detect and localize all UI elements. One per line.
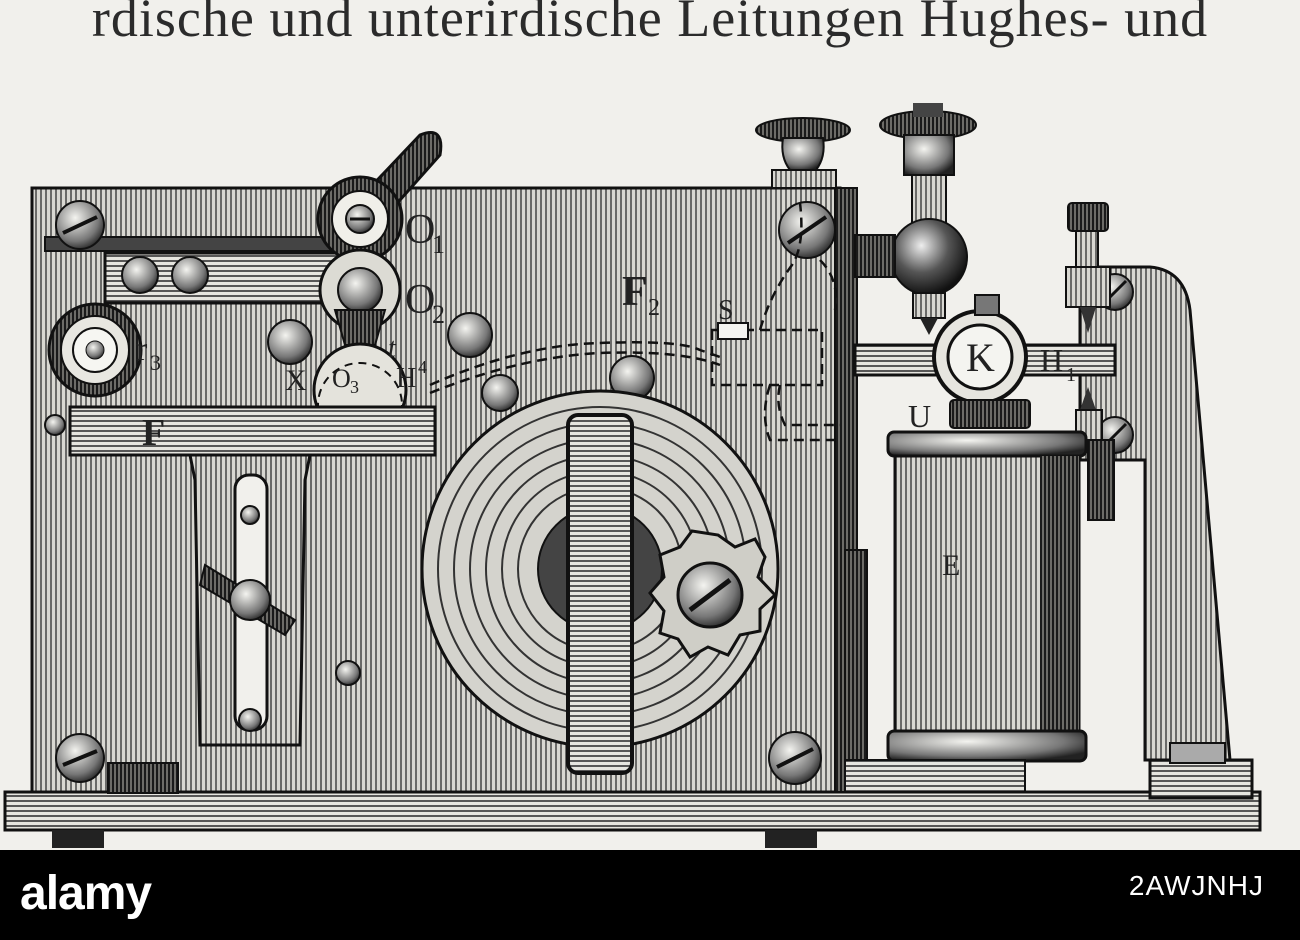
label-u: U — [908, 398, 931, 434]
spring-drum — [420, 389, 780, 775]
image-id: 2AWJNHJ — [1128, 870, 1264, 901]
top-knobs — [755, 103, 977, 335]
page-headline-fragment: rdische und unterirdische Leitungen Hugh… — [91, 0, 1209, 48]
label-r3: r — [136, 331, 148, 368]
label-o1-sub: 1 — [432, 230, 445, 259]
label-h4: H — [396, 363, 416, 394]
label-o1: O — [405, 207, 435, 253]
label-f2: F — [622, 269, 648, 315]
plate-screws — [44, 200, 836, 794]
label-o3-sub: 3 — [350, 377, 359, 397]
label-o2: O — [405, 277, 435, 323]
label-h1-sub: 1 — [1066, 364, 1076, 386]
label-x: X — [285, 364, 307, 397]
telegraph-apparatus-engraving: O 1 O 2 O 3 r 3 X t H 4 F F 2 S K H 1 U … — [0, 95, 1300, 850]
right-bracket — [1065, 202, 1254, 800]
label-h4-sup: 4 — [418, 357, 427, 377]
label-e: E — [942, 549, 960, 582]
label-o3: O — [332, 364, 351, 393]
slide-f — [68, 405, 437, 747]
engraving-svg: O 1 O 2 O 3 r 3 X t H 4 F F 2 S K H 1 U … — [3, 103, 1262, 848]
brand-logo: alamy — [20, 867, 152, 920]
electromagnet-e — [844, 430, 1088, 793]
dashed-circuit — [429, 202, 840, 442]
label-t: t — [388, 333, 397, 364]
contact-s-slot — [717, 322, 749, 340]
label-o2-sub: 2 — [432, 300, 445, 329]
footer-bar: alamy 2AWJNHJ — [0, 850, 1300, 940]
label-f2-sub: 2 — [648, 295, 660, 321]
armature-arm-h1 — [853, 294, 1117, 429]
diagram-labels: O 1 O 2 O 3 r 3 X t H 4 F F 2 S K H 1 U … — [136, 207, 1076, 582]
dial-r3 — [47, 302, 143, 398]
label-h1: H — [1040, 342, 1063, 378]
label-s: S — [718, 295, 734, 326]
label-f: F — [142, 412, 165, 454]
label-k: K — [966, 335, 995, 380]
base-plate — [3, 790, 1262, 848]
label-r3-sub: 3 — [150, 350, 161, 375]
